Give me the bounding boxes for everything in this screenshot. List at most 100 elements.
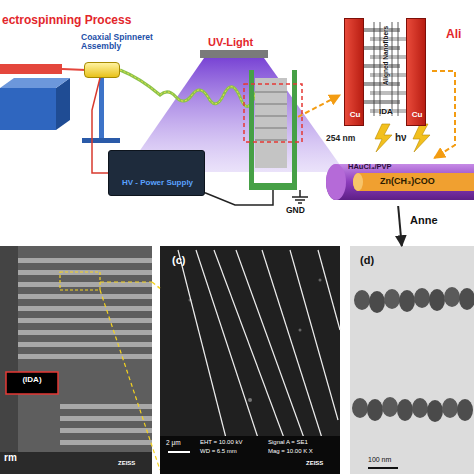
sem-info: EHT = 10.00 kV bbox=[200, 439, 270, 446]
copper-electrode: Cu bbox=[344, 18, 364, 126]
nanofiber bbox=[214, 250, 284, 438]
nanoparticle bbox=[442, 398, 458, 418]
nanoparticle bbox=[369, 291, 385, 313]
sem-finger bbox=[18, 330, 152, 335]
uv-light-label: UV-Light bbox=[208, 36, 278, 48]
syringe-pump-top bbox=[0, 78, 70, 88]
sem-info-bar bbox=[0, 452, 152, 474]
sem-finger bbox=[18, 318, 152, 323]
sem-info: Mag = 10.00 K X bbox=[268, 448, 338, 455]
cropped-label: rm bbox=[4, 452, 34, 463]
zoom-leader bbox=[152, 282, 160, 288]
ida-finger bbox=[364, 100, 400, 104]
nanoparticle bbox=[414, 288, 430, 308]
syringe-pump bbox=[0, 88, 56, 130]
sem-finger bbox=[18, 354, 152, 359]
spinneret-assembly: Coaxial Spinneret Assembly bbox=[84, 62, 120, 78]
nanoparticle bbox=[354, 290, 370, 310]
fiber-shell bbox=[326, 164, 474, 200]
sem-finger bbox=[18, 342, 152, 347]
collector-fiber bbox=[255, 104, 287, 105]
sem-info: Signal A = SE1 bbox=[268, 439, 338, 446]
sem-panel bbox=[160, 246, 340, 474]
sem-speckle bbox=[319, 279, 322, 282]
component-label: IDA bbox=[372, 108, 400, 117]
tem-panel bbox=[350, 246, 474, 474]
nanoparticle bbox=[367, 399, 383, 421]
cropped-heading: Ali bbox=[446, 28, 474, 41]
power-supply-box: HV - Power Supply bbox=[108, 150, 205, 196]
collector-fiber bbox=[255, 128, 287, 129]
scale-label: 2 μm bbox=[166, 439, 196, 446]
aligned-nanofiber bbox=[374, 22, 375, 116]
sem-speckle bbox=[299, 329, 302, 332]
collector-fiber bbox=[255, 116, 287, 117]
fiber-jet-highlight bbox=[120, 70, 268, 106]
watermark: ZEISS bbox=[118, 460, 150, 467]
stand-rod bbox=[99, 78, 104, 140]
nanoparticle bbox=[352, 398, 368, 418]
aligned-nanofiber bbox=[392, 22, 393, 116]
nanoparticle bbox=[384, 289, 400, 309]
figure-title: ectrospinning Process bbox=[2, 14, 162, 27]
ground-wire bbox=[205, 190, 273, 205]
sem-finger bbox=[60, 416, 152, 421]
collector-fiber bbox=[255, 92, 287, 93]
nanoparticle bbox=[444, 287, 460, 307]
zoom-leader bbox=[100, 290, 160, 470]
uv-bolt bbox=[413, 124, 430, 152]
uv-bolt bbox=[375, 124, 392, 152]
scale-bar bbox=[168, 451, 190, 453]
nanoparticle bbox=[427, 400, 443, 422]
sem-info: WD = 6.5 mm bbox=[200, 448, 270, 455]
scale-label: 100 nm bbox=[368, 456, 418, 464]
panel-letter: (d) bbox=[360, 254, 390, 266]
fiber-shell-end bbox=[326, 164, 346, 200]
collector-base bbox=[249, 183, 297, 190]
scale-bar bbox=[368, 467, 398, 469]
zoom-frame bbox=[244, 84, 302, 142]
ida-schematic: Aligned NanofibersIDA Cu Cu bbox=[340, 12, 432, 130]
sem-finger bbox=[18, 306, 152, 311]
electrode-label: Cu bbox=[407, 111, 427, 120]
collector-fiber bbox=[255, 140, 287, 141]
photon-label: hν bbox=[395, 132, 415, 143]
tem-image-panel: (d) 100 nm bbox=[350, 246, 474, 474]
sem-finger bbox=[18, 294, 152, 299]
sem-info-bar bbox=[160, 436, 340, 474]
ida-finger bbox=[364, 82, 400, 86]
syringe bbox=[0, 64, 62, 74]
process-arrow bbox=[398, 206, 402, 246]
zoom-arrow bbox=[298, 95, 340, 117]
nanoparticle bbox=[429, 289, 445, 311]
watermark: ZEISS bbox=[306, 460, 338, 467]
ida-finger bbox=[364, 28, 400, 32]
step-label: Anne bbox=[410, 214, 450, 226]
sem-image-panel: (IDA)rm bbox=[0, 246, 152, 474]
electrode-label: Cu bbox=[345, 111, 365, 120]
aligned-nanofiber bbox=[398, 22, 399, 116]
zoom-leader bbox=[100, 281, 152, 282]
fiber-core-end bbox=[353, 173, 363, 191]
sem-panel bbox=[0, 246, 152, 474]
component-label: Aligned Nanofibers bbox=[382, 16, 389, 96]
collector-frame: GND bbox=[248, 70, 298, 190]
zoom-box bbox=[60, 272, 100, 290]
core-label: Zn(CH₃)COO bbox=[380, 177, 460, 187]
core-shell-nanofiber: HAuCl₄/PVPZn(CH₃)COO bbox=[318, 158, 474, 206]
nanoparticle bbox=[382, 397, 398, 417]
nanoparticle bbox=[459, 288, 474, 310]
ground-symbol bbox=[298, 202, 302, 204]
nanoparticle bbox=[412, 398, 428, 418]
sem-finger bbox=[60, 440, 152, 445]
ground-label: GND bbox=[286, 206, 316, 215]
fiber-core bbox=[353, 173, 474, 191]
nanofiber bbox=[290, 250, 338, 420]
nanofiber bbox=[178, 250, 226, 438]
nanofiber bbox=[318, 250, 340, 330]
wavelength-label: 254 nm bbox=[326, 134, 370, 143]
stand-base bbox=[82, 138, 120, 143]
ida-finger bbox=[364, 46, 400, 50]
